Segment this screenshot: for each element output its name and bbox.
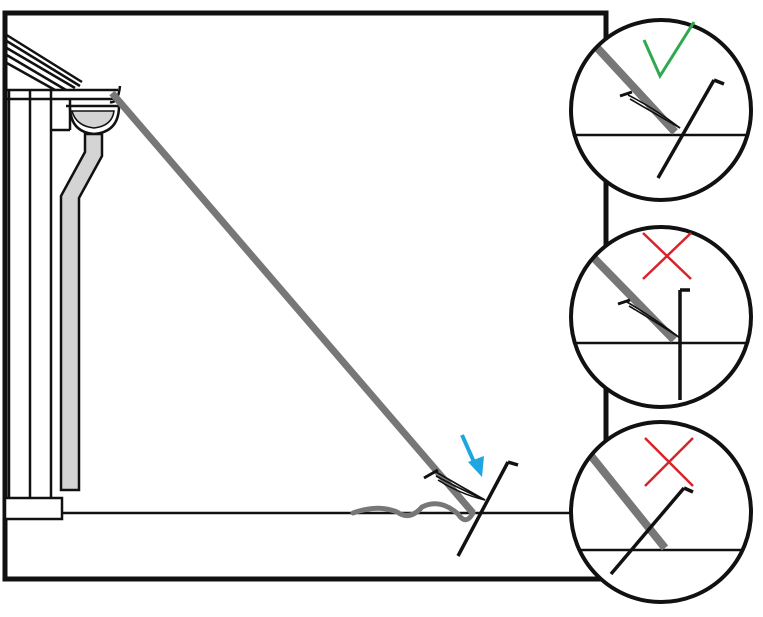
ladder-tie-off — [435, 471, 486, 501]
inset-wrong-vertical — [569, 225, 753, 409]
ladder — [109, 90, 476, 516]
house-wall — [3, 90, 72, 521]
roof-eave — [4, 32, 118, 101]
check-icon — [642, 21, 696, 80]
inset-wrong-toward — [569, 420, 753, 604]
rope-slack — [350, 501, 476, 523]
cross-icon — [644, 437, 694, 487]
cross-icon — [642, 232, 692, 280]
stake — [456, 460, 519, 557]
downspout — [59, 132, 104, 492]
inset-correct — [569, 18, 753, 202]
attention-arrow — [460, 434, 484, 477]
ladder-foot-detail — [423, 468, 439, 480]
